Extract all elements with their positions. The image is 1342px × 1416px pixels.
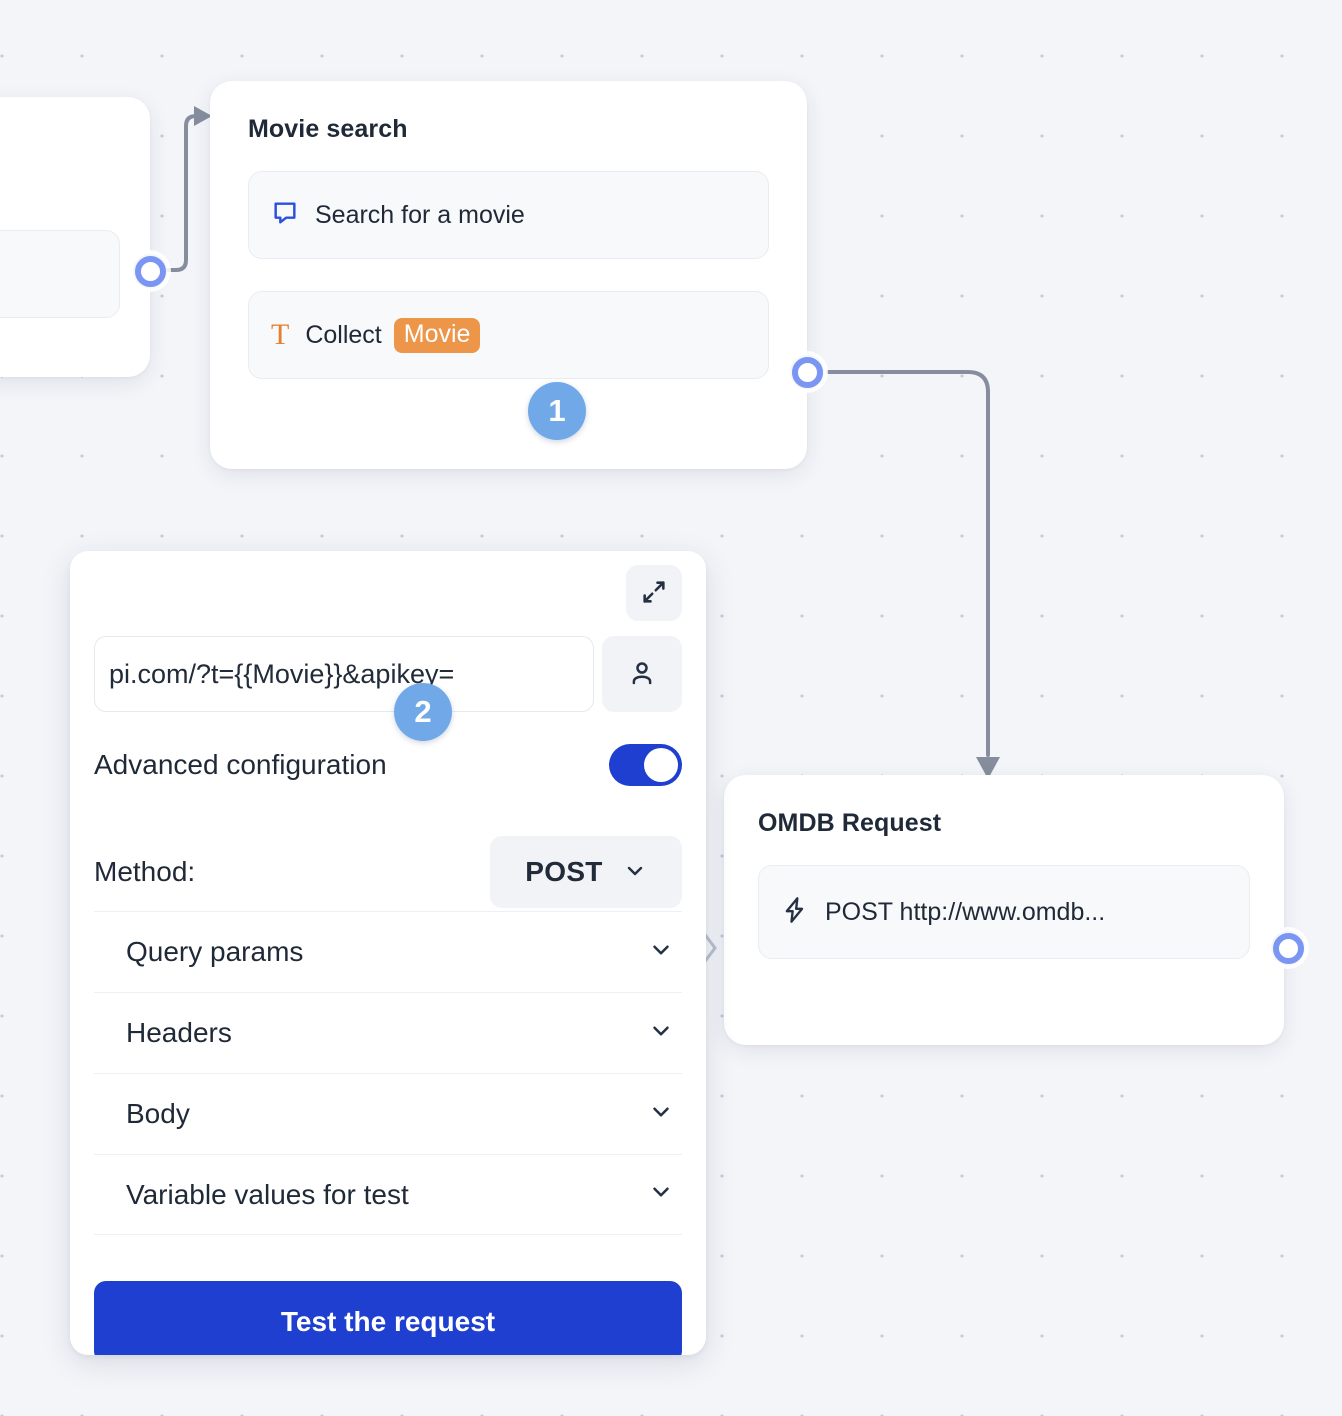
chevron-down-icon	[648, 1179, 674, 1210]
node-card-movie-search[interactable]: Movie search Search for a movie T Collec…	[210, 81, 807, 469]
config-sections-accordion: Query params Headers Body Variable value…	[94, 911, 682, 1235]
method-select-dropdown[interactable]: POST	[490, 836, 682, 908]
message-bubble-icon	[271, 199, 299, 232]
person-icon	[627, 658, 657, 691]
node-row-post-request[interactable]: POST http://www.omdb...	[758, 865, 1250, 959]
section-query-params[interactable]: Query params	[94, 911, 682, 992]
section-variable-values-for-test[interactable]: Variable values for test	[94, 1154, 682, 1235]
section-label: Headers	[126, 1017, 232, 1048]
section-headers[interactable]: Headers	[94, 992, 682, 1073]
step-badge-1: 1	[528, 382, 586, 440]
request-config-panel[interactable]: pi.com/?t={{Movie}}&apikey= Advanced con…	[70, 551, 706, 1355]
step-badge-2: 2	[394, 683, 452, 741]
test-the-request-button[interactable]: Test the request	[94, 1281, 682, 1355]
node-row-label: POST http://www.omdb...	[825, 897, 1106, 926]
node-card-omdb-request[interactable]: OMDB Request POST http://www.omdb...	[724, 775, 1284, 1045]
advanced-configuration-label: Advanced configuration	[94, 749, 387, 780]
port-omdb-request-output[interactable]	[1271, 931, 1305, 965]
advanced-configuration-row: Advanced configuration	[94, 744, 682, 786]
node-row[interactable]	[0, 230, 120, 318]
section-label: Variable values for test	[126, 1178, 409, 1210]
node-row-label: Search for a movie	[315, 200, 525, 229]
node-card-partial[interactable]	[0, 97, 150, 377]
lightning-bolt-icon	[781, 896, 809, 929]
node-title: OMDB Request	[758, 809, 942, 837]
method-selected-value: POST	[525, 856, 603, 887]
chevron-down-icon	[648, 937, 674, 968]
port-left-node-output[interactable]	[133, 254, 167, 288]
expand-diagonal-icon	[640, 578, 668, 609]
section-body[interactable]: Body	[94, 1073, 682, 1154]
node-row-search-for-a-movie[interactable]: Search for a movie	[248, 171, 769, 259]
text-t-icon: T	[271, 318, 290, 351]
collect-text: Collect	[305, 320, 382, 349]
node-title: Movie search	[248, 115, 408, 143]
port-movie-search-output[interactable]	[790, 355, 824, 389]
section-label: Query params	[126, 936, 304, 967]
advanced-configuration-toggle[interactable]	[609, 744, 682, 786]
url-auth-user-button[interactable]	[602, 636, 682, 712]
method-row: Method: POST	[94, 836, 682, 908]
chevron-down-icon	[648, 1099, 674, 1130]
expand-panel-button[interactable]	[626, 565, 682, 621]
url-row: pi.com/?t={{Movie}}&apikey=	[94, 636, 682, 712]
node-row-collect-movie[interactable]: T Collect Movie	[248, 291, 769, 379]
chevron-down-icon	[648, 1018, 674, 1049]
chevron-down-icon	[623, 859, 647, 886]
node-row-label: Collect Movie	[305, 317, 481, 353]
method-label: Method:	[94, 856, 196, 887]
request-url-input[interactable]: pi.com/?t={{Movie}}&apikey=	[94, 636, 594, 712]
section-label: Body	[126, 1098, 190, 1129]
variable-badge-movie[interactable]: Movie	[393, 317, 481, 353]
